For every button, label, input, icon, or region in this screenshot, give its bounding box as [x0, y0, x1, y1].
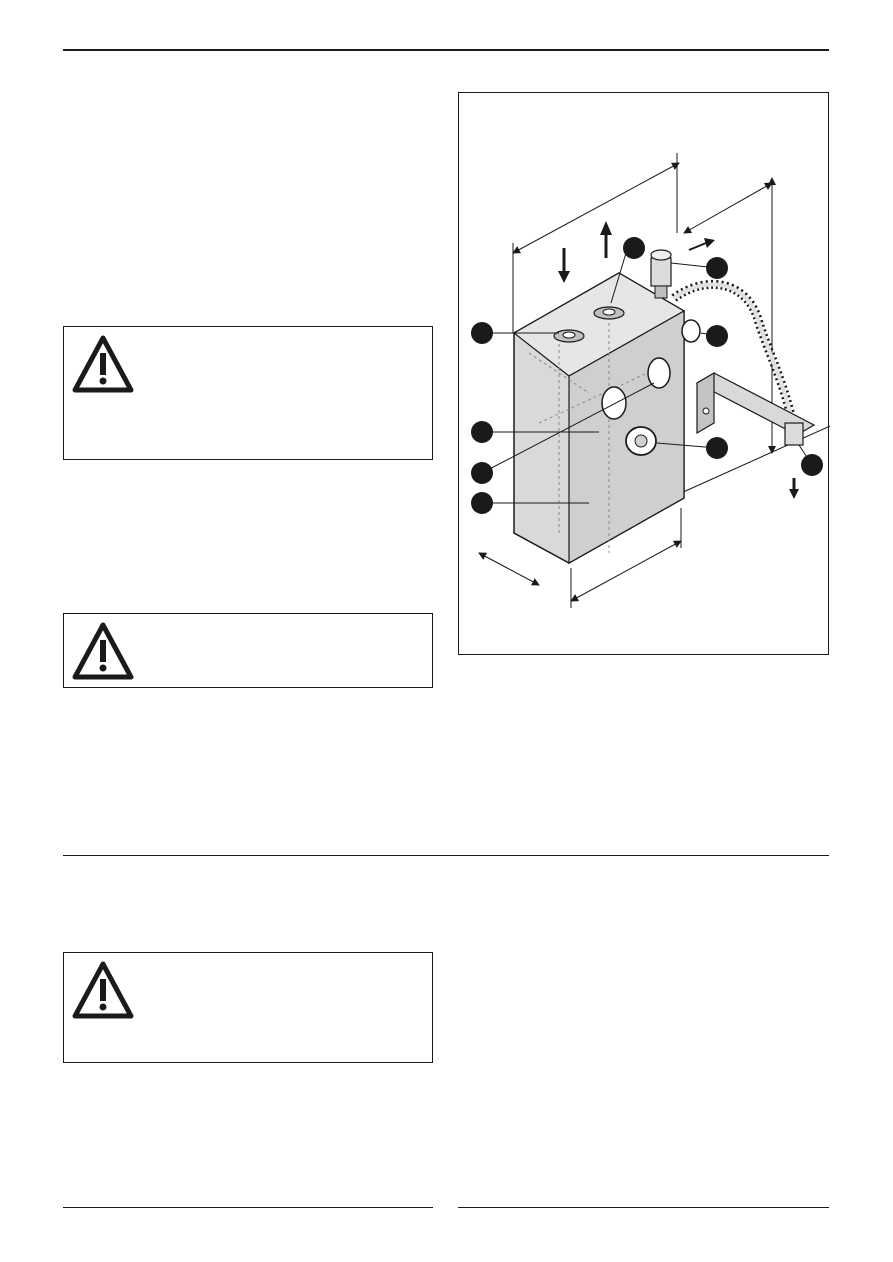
callout-marker [623, 237, 645, 259]
warning-box-1 [63, 326, 433, 460]
dimension-lines [478, 153, 830, 608]
warning-triangle-icon [72, 961, 134, 1019]
warning-box-2 [63, 613, 433, 688]
callout-marker [471, 322, 493, 344]
mounting-bracket [695, 371, 816, 436]
warning-triangle-icon [72, 335, 134, 393]
callout-leaders [481, 242, 813, 504]
warning-box-3 [63, 952, 433, 1063]
callout-marker [471, 421, 493, 443]
callout-marker [471, 492, 493, 514]
unit-illustration [471, 153, 830, 608]
footer-rule-right [458, 1207, 829, 1208]
callout-marker [706, 437, 728, 459]
callout-marker [706, 325, 728, 347]
unit-body [512, 272, 701, 565]
relief-valve [650, 249, 672, 299]
footer-rule-left [63, 1207, 433, 1208]
header-rule [63, 49, 829, 51]
figure-frame [458, 92, 830, 655]
section-divider [63, 855, 829, 856]
callout-marker [706, 257, 728, 279]
flow-arrows [558, 221, 799, 499]
callout-marker [471, 462, 493, 484]
callout-marker [801, 454, 823, 476]
warning-triangle-icon [72, 622, 134, 680]
callout-markers [471, 237, 823, 514]
hose-fitting [784, 422, 804, 446]
